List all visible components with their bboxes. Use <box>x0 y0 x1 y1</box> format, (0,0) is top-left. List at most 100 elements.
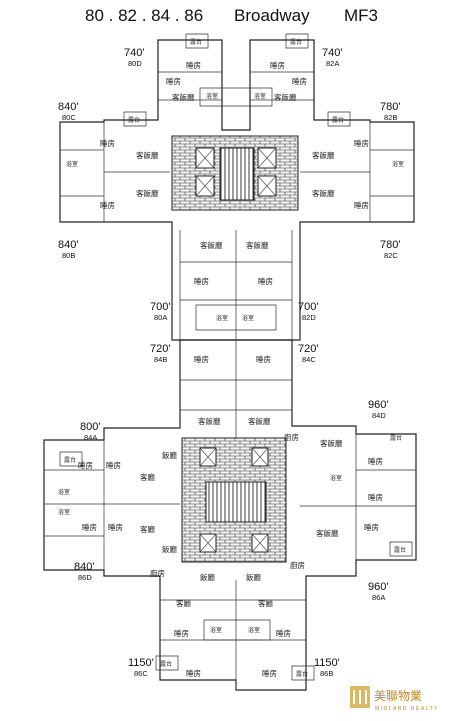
room-label-bedroom: 睡房 <box>354 200 369 210</box>
room-label-bedroom: 睡房 <box>258 276 273 286</box>
upper-tower-walls <box>59 33 415 341</box>
room-label-balcony: 露台 <box>390 434 402 442</box>
unit-code: 80C <box>62 113 76 122</box>
room-label-living-dining: 客飯廳 <box>316 528 339 538</box>
room-label-bedroom: 睡房 <box>174 628 189 638</box>
room-label-living-dining: 客飯廳 <box>312 150 335 160</box>
unit-code: 82A <box>326 59 339 68</box>
room-label-bathroom: 浴室 <box>248 626 260 634</box>
unit-code: 84B <box>154 355 167 364</box>
room-label-balcony: 露台 <box>394 546 406 554</box>
room-label-bathroom: 浴室 <box>58 488 70 496</box>
room-label-bathroom: 浴室 <box>66 160 78 168</box>
lower-stairs <box>205 481 267 523</box>
room-label-living-dining: 客飯廳 <box>198 416 221 426</box>
room-label-kitchen: 廚房 <box>284 432 299 442</box>
unit-area: 720' <box>298 343 318 355</box>
unit-code: 82C <box>384 251 398 260</box>
room-label-bedroom: 睡房 <box>166 76 181 86</box>
room-label-living: 客廳 <box>140 524 155 534</box>
room-label-bedroom: 睡房 <box>364 522 379 532</box>
room-label-kitchen: 廚房 <box>150 568 165 578</box>
room-label-bathroom: 浴室 <box>206 92 218 100</box>
unit-area: 700' <box>298 301 318 313</box>
unit-labels: 740' 80D 740' 82A 840' 80C 780' 82B 840'… <box>58 47 400 678</box>
room-label-dining: 飯廳 <box>162 450 177 460</box>
room-label-living-dining: 客飯廳 <box>246 240 269 250</box>
room-labels: 露台 露台 睡房 睡房 睡房 睡房 客飯廳 客飯廳 浴室 浴室 露台 露台 睡房… <box>58 38 406 678</box>
unit-code: 82B <box>384 113 397 122</box>
unit-area: 740' <box>124 47 144 59</box>
room-label-living-dining: 客飯廳 <box>312 188 335 198</box>
unit-area: 1150' <box>128 657 154 669</box>
room-label-bedroom: 睡房 <box>194 276 209 286</box>
room-label-living: 客廳 <box>258 598 273 608</box>
unit-code: 84D <box>372 411 386 420</box>
unit-area: 800' <box>80 421 100 433</box>
midland-logo: 美聯物業 MIDLAND REALTY <box>350 686 439 712</box>
unit-code: 86C <box>134 669 148 678</box>
room-label-balcony: 露台 <box>190 38 202 46</box>
room-label-living-dining: 客飯廳 <box>136 188 159 198</box>
room-label-bathroom: 浴室 <box>216 314 228 322</box>
room-label-bedroom: 睡房 <box>82 522 97 532</box>
room-label-bathroom: 浴室 <box>330 474 342 482</box>
unit-code: 86A <box>372 593 385 602</box>
room-label-bedroom: 睡房 <box>100 138 115 148</box>
unit-code: 82D <box>302 313 316 322</box>
room-label-bedroom: 睡房 <box>276 628 291 638</box>
unit-area: 780' <box>380 239 400 251</box>
room-label-bathroom: 浴室 <box>242 314 254 322</box>
room-label-bedroom: 睡房 <box>78 460 93 470</box>
room-label-bedroom: 睡房 <box>292 76 307 86</box>
floor-code: MF3 <box>344 6 378 25</box>
logo-name-en: MIDLAND REALTY <box>375 706 439 712</box>
address-numbers: 80 . 82 . 84 . 86 <box>85 6 203 25</box>
unit-area: 720' <box>150 343 170 355</box>
unit-area: 700' <box>150 301 170 313</box>
unit-area: 960' <box>368 399 388 411</box>
room-label-bedroom: 睡房 <box>262 668 277 678</box>
room-label-balcony: 露台 <box>290 38 302 46</box>
room-label-living: 客廳 <box>176 598 191 608</box>
room-label-bedroom: 睡房 <box>256 354 271 364</box>
room-label-living-dining: 客飯廳 <box>172 92 195 102</box>
room-label-bathroom: 浴室 <box>254 92 266 100</box>
room-label-living-dining: 客飯廳 <box>248 416 271 426</box>
room-label-balcony: 露台 <box>296 670 308 678</box>
room-label-bedroom: 睡房 <box>368 492 383 502</box>
unit-code: 84A <box>84 433 97 442</box>
unit-code: 86B <box>320 669 333 678</box>
room-label-dining: 飯廳 <box>200 572 215 582</box>
unit-code: 86D <box>78 573 92 582</box>
room-label-balcony: 露台 <box>128 116 140 124</box>
room-label-living: 客廳 <box>140 472 155 482</box>
room-label-bedroom: 睡房 <box>106 460 121 470</box>
unit-area: 840' <box>58 239 78 251</box>
room-label-living-dining: 客飯廳 <box>136 150 159 160</box>
room-label-bathroom: 浴室 <box>392 160 404 168</box>
room-label-living-dining: 客飯廳 <box>200 240 223 250</box>
room-label-bedroom: 睡房 <box>368 456 383 466</box>
room-label-living-dining: 客飯廳 <box>274 92 297 102</box>
unit-area: 780' <box>380 101 400 113</box>
unit-area: 840' <box>74 561 94 573</box>
upper-stairs <box>219 147 255 201</box>
room-label-bedroom: 睡房 <box>194 354 209 364</box>
lower-tower-walls <box>43 339 417 691</box>
room-label-living-dining: 客飯廳 <box>320 438 343 448</box>
room-label-balcony: 露台 <box>64 456 76 464</box>
room-label-balcony: 露台 <box>332 116 344 124</box>
unit-code: 84C <box>302 355 316 364</box>
unit-area: 840' <box>58 101 78 113</box>
building-name: Broadway <box>234 6 310 25</box>
room-label-bedroom: 睡房 <box>108 522 123 532</box>
unit-code: 80D <box>128 59 142 68</box>
room-label-bedroom: 睡房 <box>186 60 201 70</box>
room-label-kitchen: 廚房 <box>290 560 305 570</box>
unit-area: 740' <box>322 47 342 59</box>
unit-code: 80A <box>154 313 167 322</box>
room-label-bedroom: 睡房 <box>100 200 115 210</box>
unit-area: 960' <box>368 581 388 593</box>
